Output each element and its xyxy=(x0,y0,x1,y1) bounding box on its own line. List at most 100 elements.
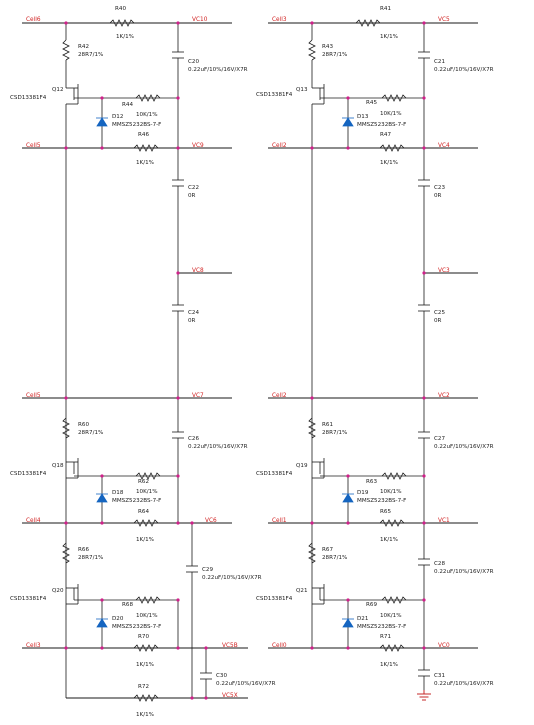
label-r70: R70 xyxy=(138,634,149,640)
capacitor-c29 xyxy=(186,565,198,573)
part-q18: CSD13381F4 xyxy=(10,471,47,477)
capacitor-c20 xyxy=(172,51,184,59)
net-label-vc8: VC8 xyxy=(192,268,204,274)
value-r42: 28R7/1% xyxy=(78,52,103,58)
part-d12: MMSZ5232BS-7-F xyxy=(112,122,161,128)
capacitor-c23 xyxy=(418,179,430,187)
value-c20: 0.22uF/10%/16V/X7R xyxy=(188,67,248,73)
net-label-vc2: VC2 xyxy=(438,393,450,399)
resistor-r42 xyxy=(62,39,70,61)
net-label-cell5b: Cell5 xyxy=(26,393,41,399)
resistor-r64 xyxy=(133,519,159,527)
resistor-r40 xyxy=(109,19,135,27)
value-r66: 28R7/1% xyxy=(78,555,103,561)
zener-diode-d12 xyxy=(96,117,108,127)
value-r41: 1K/1% xyxy=(380,34,398,40)
label-c28: C28 xyxy=(434,561,445,567)
zener-diode-d19 xyxy=(342,493,354,503)
value-c25: 0R xyxy=(434,318,442,324)
capacitor-c25 xyxy=(418,304,430,312)
label-r61: R61 xyxy=(322,422,333,428)
label-r64: R64 xyxy=(138,509,149,515)
value-c30: 0.22uF/10%/16V/X7R xyxy=(216,681,276,687)
resistor-r67 xyxy=(308,542,316,564)
value-r71: 1K/1% xyxy=(380,662,398,668)
value-r65: 1K/1% xyxy=(380,537,398,543)
label-q12: Q12 xyxy=(52,87,64,93)
label-q19: Q19 xyxy=(296,463,308,469)
resistor-r65 xyxy=(379,519,405,527)
resistor-r61 xyxy=(308,417,316,439)
value-c23: 0R xyxy=(434,193,442,199)
label-r66: R66 xyxy=(78,547,89,553)
resistor-r62 xyxy=(135,472,161,480)
label-q20: Q20 xyxy=(52,588,64,594)
resistor-r71 xyxy=(379,644,405,652)
label-r45: R45 xyxy=(366,100,377,106)
value-r45: 10K/1% xyxy=(380,111,402,117)
part-d19: MMSZ5232BS-7-F xyxy=(357,498,406,504)
net-label-vc1: VC1 xyxy=(438,518,450,524)
label-d18: D18 xyxy=(112,490,124,496)
net-label-vc4: VC4 xyxy=(438,143,450,149)
net-label-cell0: Cell0 xyxy=(272,643,287,649)
net-label-vc0: VC0 xyxy=(438,643,450,649)
label-r40: R40 xyxy=(115,6,126,12)
label-r43: R43 xyxy=(322,44,333,50)
part-q20: CSD13381F4 xyxy=(10,596,47,602)
zener-diode-d18 xyxy=(96,493,108,503)
net-label-vc3: VC3 xyxy=(438,268,450,274)
value-c22: 0R xyxy=(188,193,196,199)
resistor-r45 xyxy=(381,94,407,102)
label-c23: C23 xyxy=(434,185,445,191)
value-c29: 0.22uF/10%/16V/X7R xyxy=(202,575,262,581)
value-r44: 10K/1% xyxy=(136,112,158,118)
net-label-vc10: VC10 xyxy=(192,17,208,23)
value-c28: 0.22uF/10%/16V/X7R xyxy=(434,569,494,575)
label-q13: Q13 xyxy=(296,87,308,93)
label-d20: D20 xyxy=(112,616,124,622)
capacitor-c28 xyxy=(418,558,430,566)
value-r69: 10K/1% xyxy=(380,613,402,619)
label-d21: D21 xyxy=(357,616,369,622)
value-r60: 28R7/1% xyxy=(78,430,103,436)
label-c24: C24 xyxy=(188,310,199,316)
label-q18: Q18 xyxy=(52,463,64,469)
label-r68: R68 xyxy=(122,602,133,608)
value-r70: 1K/1% xyxy=(136,662,154,668)
resistor-r69 xyxy=(381,596,407,604)
zener-diode-d13 xyxy=(342,117,354,127)
value-r46: 1K/1% xyxy=(136,160,154,166)
label-c21: C21 xyxy=(434,59,445,65)
resistor-r70 xyxy=(133,644,159,652)
net-label-vc5x: VC5X xyxy=(222,693,238,699)
value-r47: 1K/1% xyxy=(380,160,398,166)
value-c21: 0.22uF/10%/16V/X7R xyxy=(434,67,494,73)
value-r40: 1K/1% xyxy=(116,34,134,40)
label-d13: D13 xyxy=(357,114,369,120)
label-r42: R42 xyxy=(78,44,89,50)
net-label-vc5b: VC5B xyxy=(222,643,238,649)
value-r43: 28R7/1% xyxy=(322,52,347,58)
label-r46: R46 xyxy=(138,132,149,138)
resistor-r66 xyxy=(62,542,70,564)
label-d12: D12 xyxy=(112,114,123,120)
part-q21: CSD13381F4 xyxy=(256,596,293,602)
net-label-cell4: Cell4 xyxy=(26,518,41,524)
net-label-vc5: VC5 xyxy=(438,17,450,23)
capacitor-c21 xyxy=(418,51,430,59)
capacitor-c24 xyxy=(172,304,184,312)
resistor-r41 xyxy=(355,19,381,27)
value-c26: 0.22uF/10%/16V/X7R xyxy=(188,444,248,450)
value-c27: 0.22uF/10%/16V/X7R xyxy=(434,444,494,450)
part-d18: MMSZ5232BS-7-F xyxy=(112,498,161,504)
net-label-cell2: Cell2 xyxy=(272,143,287,149)
net-label-cell6: Cell6 xyxy=(26,17,41,23)
label-r72: R72 xyxy=(138,684,149,690)
resistor-r68 xyxy=(135,596,161,604)
label-c25: C25 xyxy=(434,310,445,316)
capacitor-c30 xyxy=(200,672,212,680)
value-r67: 28R7/1% xyxy=(322,555,347,561)
capacitor-c22 xyxy=(172,179,184,187)
